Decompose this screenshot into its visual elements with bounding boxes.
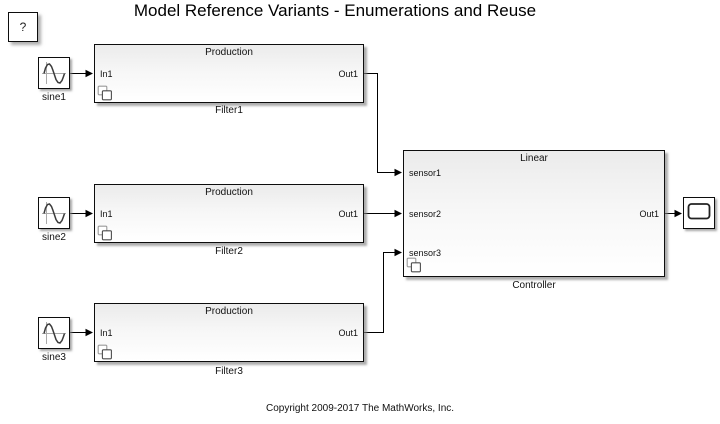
- model-title: Model Reference Variants - Enumerations …: [133, 1, 537, 20]
- sine3-label: sine3: [42, 352, 66, 363]
- sine-wave-icon: [42, 62, 66, 84]
- filter1-name: Filter1: [215, 105, 243, 116]
- filter1-inport-label: In1: [100, 68, 113, 79]
- help-button[interactable]: ?: [8, 12, 38, 42]
- filter3-block[interactable]: Production In1 Out1: [94, 303, 364, 362]
- arrowhead: [674, 209, 682, 218]
- arrowhead: [394, 209, 402, 218]
- filter3-variant-label: Production: [205, 306, 253, 317]
- filter2-inport-label: In1: [100, 208, 113, 219]
- sine2-block[interactable]: [38, 197, 70, 229]
- variant-badge-icon[interactable]: [97, 225, 113, 241]
- scope-block[interactable]: [683, 197, 715, 229]
- filter1-outport-label: Out1: [338, 68, 358, 79]
- arrowhead: [85, 209, 93, 218]
- filter2-variant-label: Production: [205, 187, 253, 198]
- filter2-name: Filter2: [215, 246, 243, 257]
- controller-variant-label: Linear: [520, 153, 548, 164]
- sine3-block[interactable]: [38, 317, 70, 349]
- arrowhead: [85, 328, 93, 337]
- sine1-label: sine1: [42, 92, 66, 103]
- copyright-text: Copyright 2009-2017 The MathWorks, Inc.: [265, 403, 455, 414]
- variant-badge-icon[interactable]: [97, 344, 113, 360]
- controller-outport-label: Out1: [639, 209, 659, 219]
- wire-filter1-sensor1[interactable]: [364, 73, 395, 173]
- sine-wave-icon: [42, 202, 66, 224]
- sine-wave-icon: [42, 322, 66, 344]
- variant-badge-icon[interactable]: [97, 85, 113, 101]
- controller-sensor3-label: sensor3: [409, 248, 442, 258]
- sine1-block[interactable]: [38, 57, 70, 89]
- controller-sensor2-label: sensor2: [409, 209, 442, 219]
- filter1-block[interactable]: Production In1 Out1: [94, 44, 364, 103]
- filter3-name: Filter3: [215, 366, 243, 377]
- controller-sensor1-label: sensor1: [409, 168, 442, 178]
- filter1-variant-label: Production: [205, 47, 253, 58]
- filter2-outport-label: Out1: [338, 208, 358, 219]
- controller-block[interactable]: Linear sensor1 sensor2 sensor3 Out1: [403, 150, 665, 277]
- arrowhead: [85, 69, 93, 78]
- filter3-inport-label: In1: [100, 327, 113, 338]
- arrowhead: [394, 248, 402, 257]
- filter2-block[interactable]: Production In1 Out1: [94, 184, 364, 243]
- scope-screen-icon: [687, 203, 711, 220]
- arrowhead: [394, 168, 402, 177]
- help-button-label: ?: [19, 20, 27, 34]
- controller-name: Controller: [512, 280, 556, 291]
- variant-badge-icon[interactable]: [406, 257, 422, 273]
- wire-filter3-sensor3[interactable]: [364, 252, 395, 333]
- filter3-outport-label: Out1: [338, 327, 358, 338]
- sine2-label: sine2: [42, 232, 66, 243]
